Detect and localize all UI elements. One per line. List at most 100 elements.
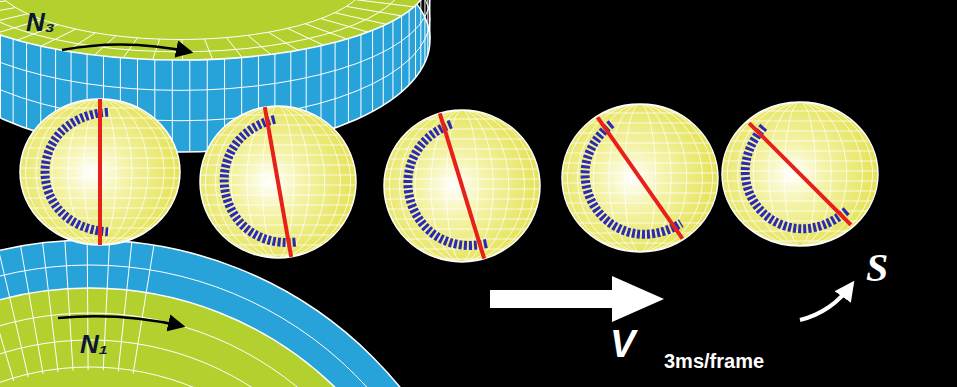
grid-line — [384, 119, 540, 120]
ball-marker-line — [265, 107, 291, 257]
grid-line — [21, 246, 44, 374]
grid-line — [348, 39, 349, 123]
grid-line — [321, 19, 368, 33]
rotation-arrow — [62, 44, 190, 52]
roller-rim — [0, 240, 490, 387]
grid-line — [384, 239, 540, 240]
grid-line — [227, 38, 243, 58]
grid-line — [0, 340, 390, 387]
grid-line — [355, 0, 413, 7]
ball-mesh — [200, 106, 356, 258]
grid-line — [562, 153, 718, 154]
grid-line — [268, 32, 297, 50]
grid-line — [383, 26, 384, 105]
ball-frames — [20, 99, 878, 274]
rotation-arrow — [58, 316, 182, 326]
grid-line — [0, 251, 28, 378]
grid-line — [562, 143, 718, 144]
grid-line — [305, 24, 347, 39]
grid-line — [123, 38, 137, 58]
grid-line — [0, 0, 368, 40]
ball-seam — [720, 127, 847, 254]
grid-line — [384, 219, 540, 220]
grid-line — [562, 113, 718, 114]
grid-line — [26, 43, 27, 129]
grid-line — [248, 35, 271, 54]
grid-line — [0, 8, 16, 18]
ball-seam — [561, 124, 681, 259]
grid-line — [722, 141, 878, 142]
bottom-roller — [0, 240, 490, 387]
grid-line — [722, 221, 878, 222]
grid-line — [52, 99, 148, 245]
ball-seam — [214, 119, 296, 252]
grid-line — [200, 145, 356, 146]
grid-line — [722, 211, 878, 212]
grid-line — [335, 42, 336, 128]
grid-line — [13, 39, 14, 123]
grid-line — [189, 60, 190, 152]
ball-body — [20, 99, 180, 245]
tennis-ball — [20, 99, 180, 245]
grid-line — [43, 243, 58, 372]
tennis-ball — [554, 104, 718, 269]
grid-line — [401, 16, 402, 92]
ball-body — [200, 106, 356, 258]
roller-core — [0, 288, 442, 387]
ball-orientation — [212, 106, 299, 266]
ball-marker-line — [749, 123, 851, 225]
grid-line — [200, 155, 356, 156]
grid-line — [392, 21, 393, 99]
grid-line — [384, 169, 540, 170]
ball-mesh — [20, 99, 180, 245]
frame-rate-note: 3ms/frame — [664, 350, 764, 372]
grid-line — [384, 259, 540, 260]
spin-arrow — [800, 284, 852, 320]
grid-line — [409, 11, 410, 85]
grid-line — [200, 205, 356, 206]
grid-line — [429, 0, 430, 39]
ball-orientation — [45, 99, 108, 245]
grid-line — [562, 203, 718, 204]
grid-line — [384, 129, 540, 130]
grid-line — [288, 28, 324, 45]
grid-line — [40, 46, 41, 133]
grid-line — [420, 0, 421, 70]
spin-label: S — [866, 246, 888, 290]
ball-orientation — [554, 113, 689, 269]
grid-line — [346, 6, 401, 15]
velocity-arrow — [490, 276, 664, 322]
roller-label: N₁ — [80, 330, 108, 359]
grid-line — [562, 213, 718, 214]
tennis-ball — [711, 102, 878, 263]
ball-seam — [392, 124, 487, 261]
tennis-ball — [384, 110, 540, 274]
roller-label: N₃ — [26, 8, 55, 37]
tennis-ball — [200, 106, 356, 266]
grid-line — [384, 139, 540, 140]
grid-line — [384, 209, 540, 210]
grid-line — [26, 99, 175, 245]
grid-line — [118, 242, 132, 371]
grid-line — [384, 149, 540, 150]
grid-line — [360, 35, 361, 118]
grid-line — [722, 181, 878, 182]
grid-line — [427, 0, 428, 55]
ball-marker-line — [598, 117, 683, 238]
grid-line — [153, 39, 160, 59]
grid-line — [0, 313, 417, 387]
ball-orientation — [388, 111, 491, 274]
grid-line — [562, 223, 718, 224]
grid-line — [722, 241, 878, 242]
grid-line — [0, 14, 28, 26]
grid-line — [0, 35, 1, 118]
ball-orientation — [711, 118, 856, 263]
roller-face — [0, 0, 430, 60]
velocity-label: V — [610, 324, 635, 366]
grid-line — [384, 229, 540, 230]
grid-line — [722, 131, 878, 132]
grid-line — [0, 367, 363, 387]
